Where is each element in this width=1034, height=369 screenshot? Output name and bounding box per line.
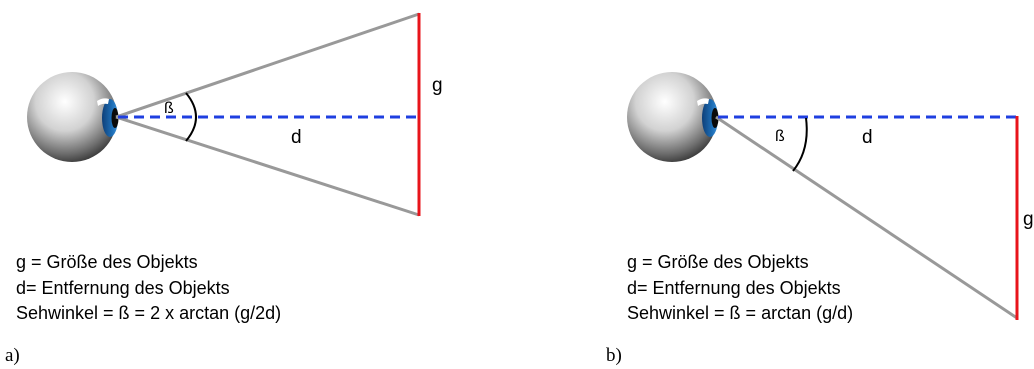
legend-line-1: g = Größe des Objekts xyxy=(627,252,809,272)
angle-arc xyxy=(792,117,808,172)
legend-line-2: d= Entfernung des Objekts xyxy=(16,278,230,298)
sight-line-bottom xyxy=(715,115,1018,320)
eyeball-icon xyxy=(27,72,119,162)
legend-line-2: d= Entfernung des Objekts xyxy=(627,278,841,298)
panel-letter: a) xyxy=(5,345,20,366)
eyeball-icon xyxy=(627,72,719,162)
legend-line-3: Sehwinkel = ß = 2 x arctan (g/2d) xyxy=(16,303,281,323)
size-label: g xyxy=(1023,209,1034,230)
panel-a: ß d g g = Größe des Objekts d= Entfernun… xyxy=(5,12,443,366)
distance-label: d xyxy=(291,127,302,148)
angle-label: ß xyxy=(775,128,785,145)
angle-arc xyxy=(185,92,197,142)
panel-b: ß d g g = Größe des Objekts d= Entfernun… xyxy=(606,72,1034,366)
angle-label: ß xyxy=(164,100,174,117)
sight-line-bottom xyxy=(115,115,420,217)
legend-line-1: g = Größe des Objekts xyxy=(16,252,198,272)
legend-line-3: Sehwinkel = ß = arctan (g/d) xyxy=(627,303,853,323)
distance-label: d xyxy=(862,127,873,148)
sight-line-top xyxy=(115,12,420,119)
panel-letter: b) xyxy=(606,345,622,366)
size-label: g xyxy=(432,75,443,96)
